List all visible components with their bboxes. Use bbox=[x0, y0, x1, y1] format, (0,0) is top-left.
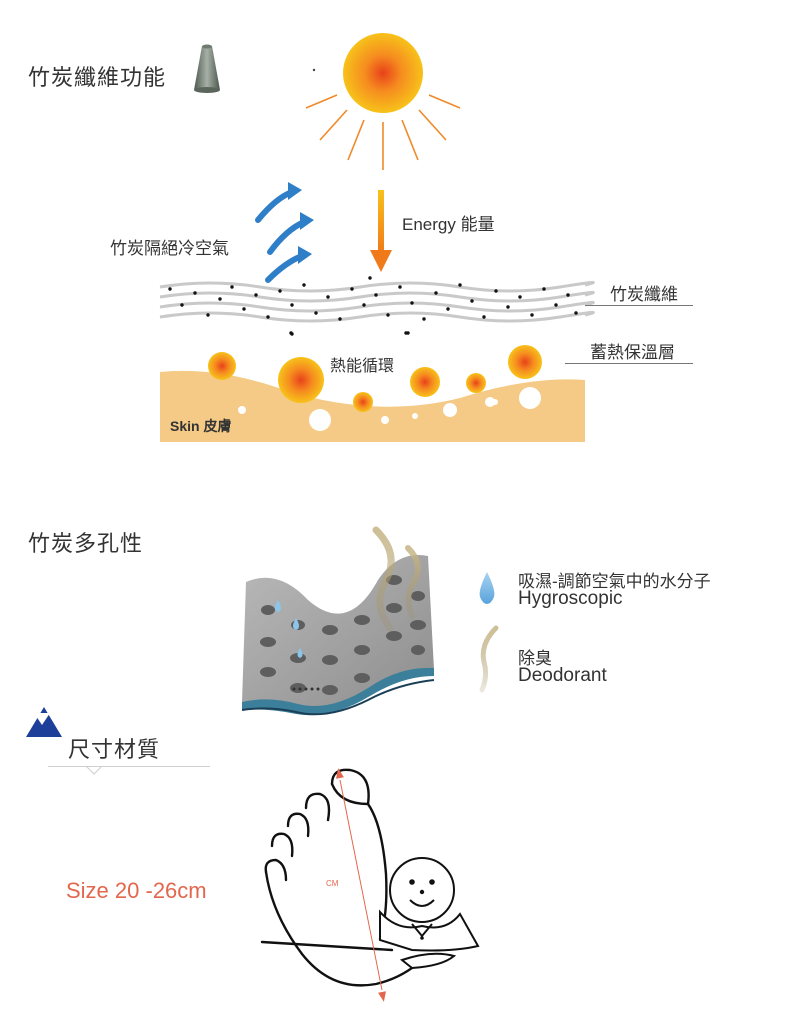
skin-label: Skin 皮膚 bbox=[170, 418, 232, 434]
foot-measurement-illustration bbox=[260, 768, 480, 1002]
hygroscopic-zh-label: 吸濕-調節空氣中的水分子 bbox=[518, 572, 711, 591]
section-title-bamboo-fiber-function: 竹炭纖維功能 bbox=[28, 65, 167, 90]
section-title-size-material: 尺寸材質 bbox=[68, 737, 161, 762]
yarn-spool-icon bbox=[194, 44, 220, 93]
skin-layer bbox=[160, 331, 585, 442]
bamboo-fiber-label: 竹炭纖維 bbox=[610, 285, 678, 304]
hygroscopic-en-label: Hygroscopic bbox=[518, 588, 623, 609]
deodorant-zh-label: 除臭 bbox=[518, 649, 552, 668]
porous-charcoal-block bbox=[241, 526, 435, 716]
charcoal-fiber-layer bbox=[159, 276, 595, 336]
heat-layer-leader-line bbox=[565, 363, 693, 364]
energy-label: Energy 能量 bbox=[402, 215, 495, 234]
triangle-accent-icon bbox=[26, 707, 62, 737]
size-range-label: Size 20 -26cm bbox=[66, 878, 207, 903]
heat-layer-label: 蓄熱保溫層 bbox=[590, 343, 675, 362]
cold-air-arrows-icon bbox=[255, 182, 314, 283]
odor-smoke-icon bbox=[479, 625, 499, 693]
section-title-porosity: 竹炭多孔性 bbox=[28, 531, 144, 556]
energy-arrow-icon bbox=[370, 190, 392, 272]
heat-circulation-label: 熱能循環 bbox=[330, 358, 395, 375]
insulate-cold-air-label: 竹炭隔絕冷空氣 bbox=[110, 239, 229, 258]
deodorant-en-label: Deodorant bbox=[518, 665, 607, 686]
underline-notch bbox=[85, 765, 103, 775]
bamboo-fiber-leader-line bbox=[585, 305, 693, 306]
size-title-underline bbox=[48, 766, 210, 767]
sun-icon bbox=[305, 33, 461, 170]
water-drop-icon bbox=[479, 572, 495, 604]
cm-unit-mark: CM bbox=[326, 879, 339, 888]
